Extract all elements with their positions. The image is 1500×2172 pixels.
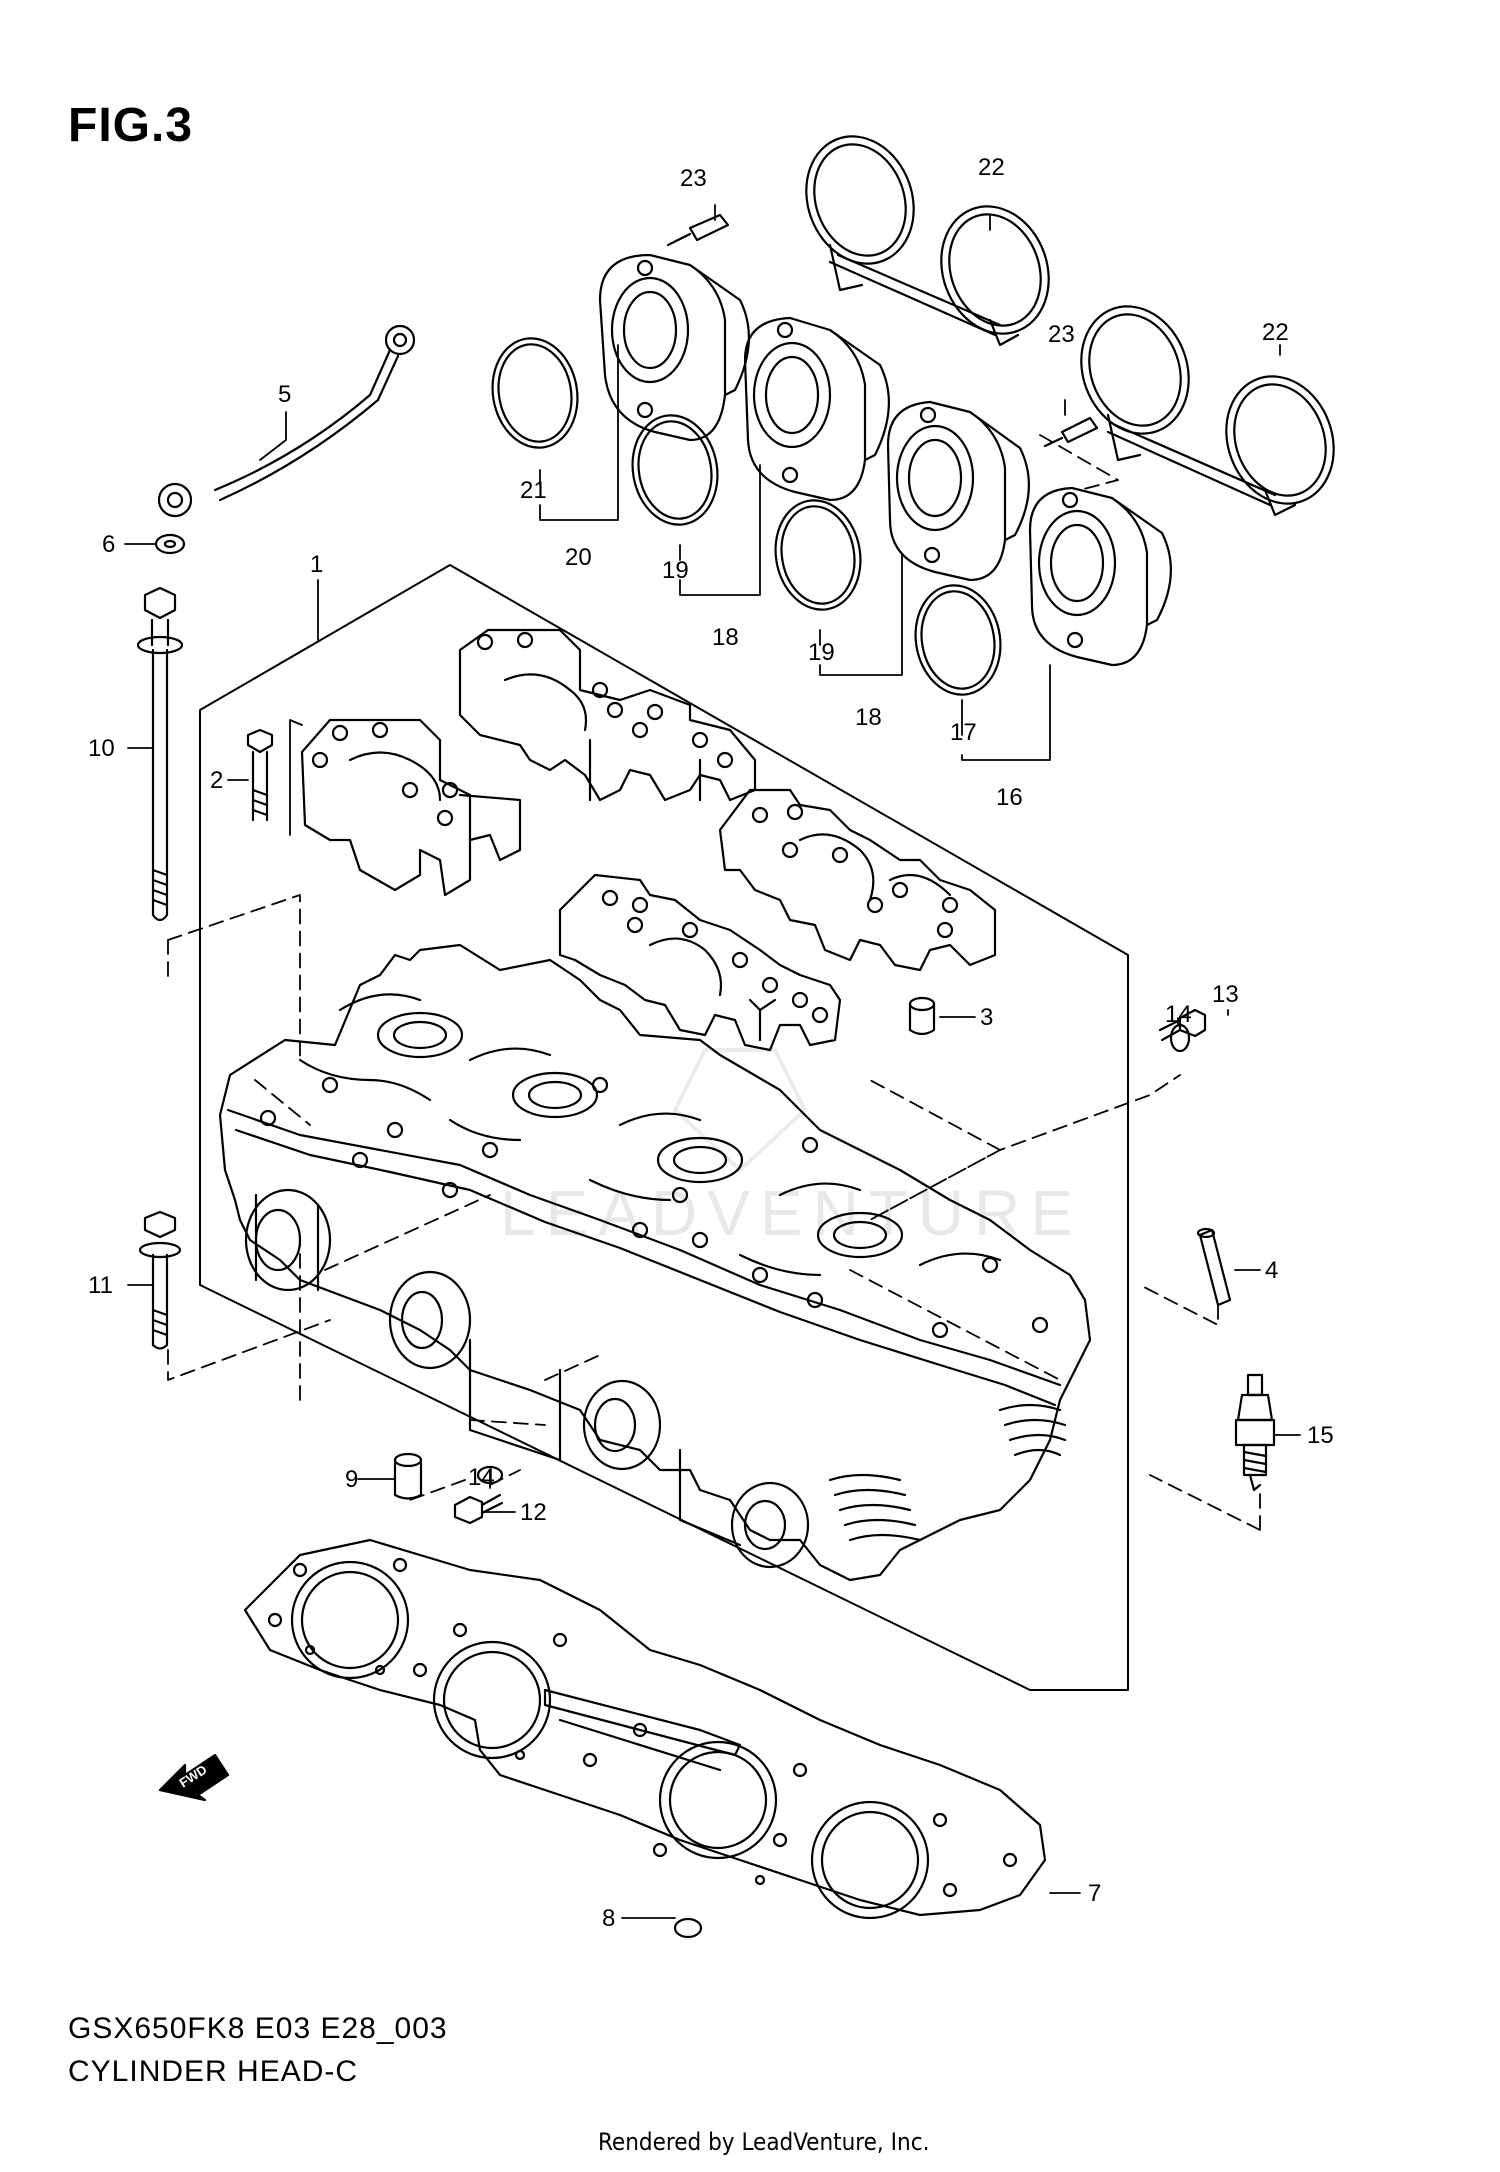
callout-22-lower: 22 bbox=[1262, 319, 1289, 346]
callout-11: 11 bbox=[88, 1272, 113, 1299]
dowel-9 bbox=[393, 1452, 423, 1500]
o-ring-8 bbox=[673, 1917, 703, 1939]
callout-14-lower: 14 bbox=[468, 1464, 495, 1491]
callout-8: 8 bbox=[602, 1905, 615, 1932]
intake-pipe-1 bbox=[598, 253, 750, 442]
cylinder-head-gasket bbox=[243, 1538, 1047, 1920]
intake-clamps bbox=[805, 135, 1335, 517]
cylinder-head-body bbox=[218, 943, 1092, 1582]
callout-5: 5 bbox=[278, 381, 291, 408]
callout-19-upper: 19 bbox=[662, 557, 689, 584]
oil-hose bbox=[157, 324, 416, 518]
camshaft-cap-right-lower bbox=[558, 873, 842, 1052]
camshaft-cap-right-upper bbox=[718, 788, 997, 972]
intake-pipe-2 bbox=[743, 316, 890, 502]
callout-21: 21 bbox=[520, 477, 547, 504]
model-code: GSX650FK8 E03 E28_003 bbox=[68, 2012, 448, 2045]
figure-title: FIG.3 bbox=[68, 99, 194, 152]
callout-16: 16 bbox=[996, 784, 1023, 811]
alignment-dashed-lines bbox=[167, 434, 1261, 1531]
cylinder-head-assembly-box bbox=[199, 564, 1129, 1691]
callout-7: 7 bbox=[1088, 1880, 1101, 1907]
callout-10: 10 bbox=[88, 735, 115, 762]
intake-pipe-3 bbox=[886, 400, 1030, 582]
camshaft-cap-upper-rear bbox=[458, 628, 757, 802]
washer-14-right bbox=[1169, 1023, 1191, 1053]
callout-19-lower: 19 bbox=[808, 639, 835, 666]
callout-2: 2 bbox=[210, 767, 223, 794]
dowel-pin bbox=[908, 996, 936, 1036]
callout-1: 1 bbox=[310, 551, 323, 578]
callout-18-lower: 18 bbox=[855, 704, 882, 731]
intake-screws bbox=[666, 213, 1099, 448]
cap-bolt bbox=[246, 728, 274, 822]
leader-lines bbox=[124, 204, 1301, 1919]
intake-pipe-4 bbox=[1028, 486, 1172, 667]
head-bolt bbox=[138, 1210, 182, 1350]
bolt-12 bbox=[453, 1493, 504, 1525]
callout-3: 3 bbox=[980, 1004, 993, 1031]
callout-22-upper: 22 bbox=[978, 154, 1005, 181]
callout-17: 17 bbox=[950, 719, 977, 746]
callout-13: 13 bbox=[1212, 981, 1239, 1008]
oil-pipe-4 bbox=[1196, 1227, 1232, 1307]
gasket-washer-6 bbox=[154, 533, 186, 555]
figure-subtitle: CYLINDER HEAD-C bbox=[68, 2055, 359, 2088]
callout-4: 4 bbox=[1265, 1257, 1278, 1284]
callout-23-upper: 23 bbox=[680, 165, 707, 192]
callout-20: 20 bbox=[565, 544, 592, 571]
callout-18-upper: 18 bbox=[712, 624, 739, 651]
watermark-logo bbox=[673, 1048, 807, 1172]
callout-6: 6 bbox=[102, 531, 115, 558]
render-credit: Rendered by LeadVenture, Inc. bbox=[598, 2128, 930, 2156]
long-bolt bbox=[136, 586, 184, 922]
camshaft-cap-left bbox=[289, 718, 522, 897]
callout-15: 15 bbox=[1307, 1422, 1334, 1449]
spark-plug bbox=[1234, 1373, 1276, 1492]
callout-14-right: 14 bbox=[1165, 1001, 1192, 1028]
callout-numbers: 1 2 3 4 5 6 7 8 9 10 11 12 13 14 14 15 1… bbox=[88, 154, 1334, 1932]
callout-23-lower: 23 bbox=[1048, 321, 1075, 348]
forward-direction-arrow: FWD bbox=[158, 1753, 230, 1802]
callout-9: 9 bbox=[345, 1466, 358, 1493]
callout-12: 12 bbox=[520, 1499, 547, 1526]
watermark-text: LEADVENTURE bbox=[500, 1177, 1083, 1249]
o-rings bbox=[491, 337, 1002, 696]
